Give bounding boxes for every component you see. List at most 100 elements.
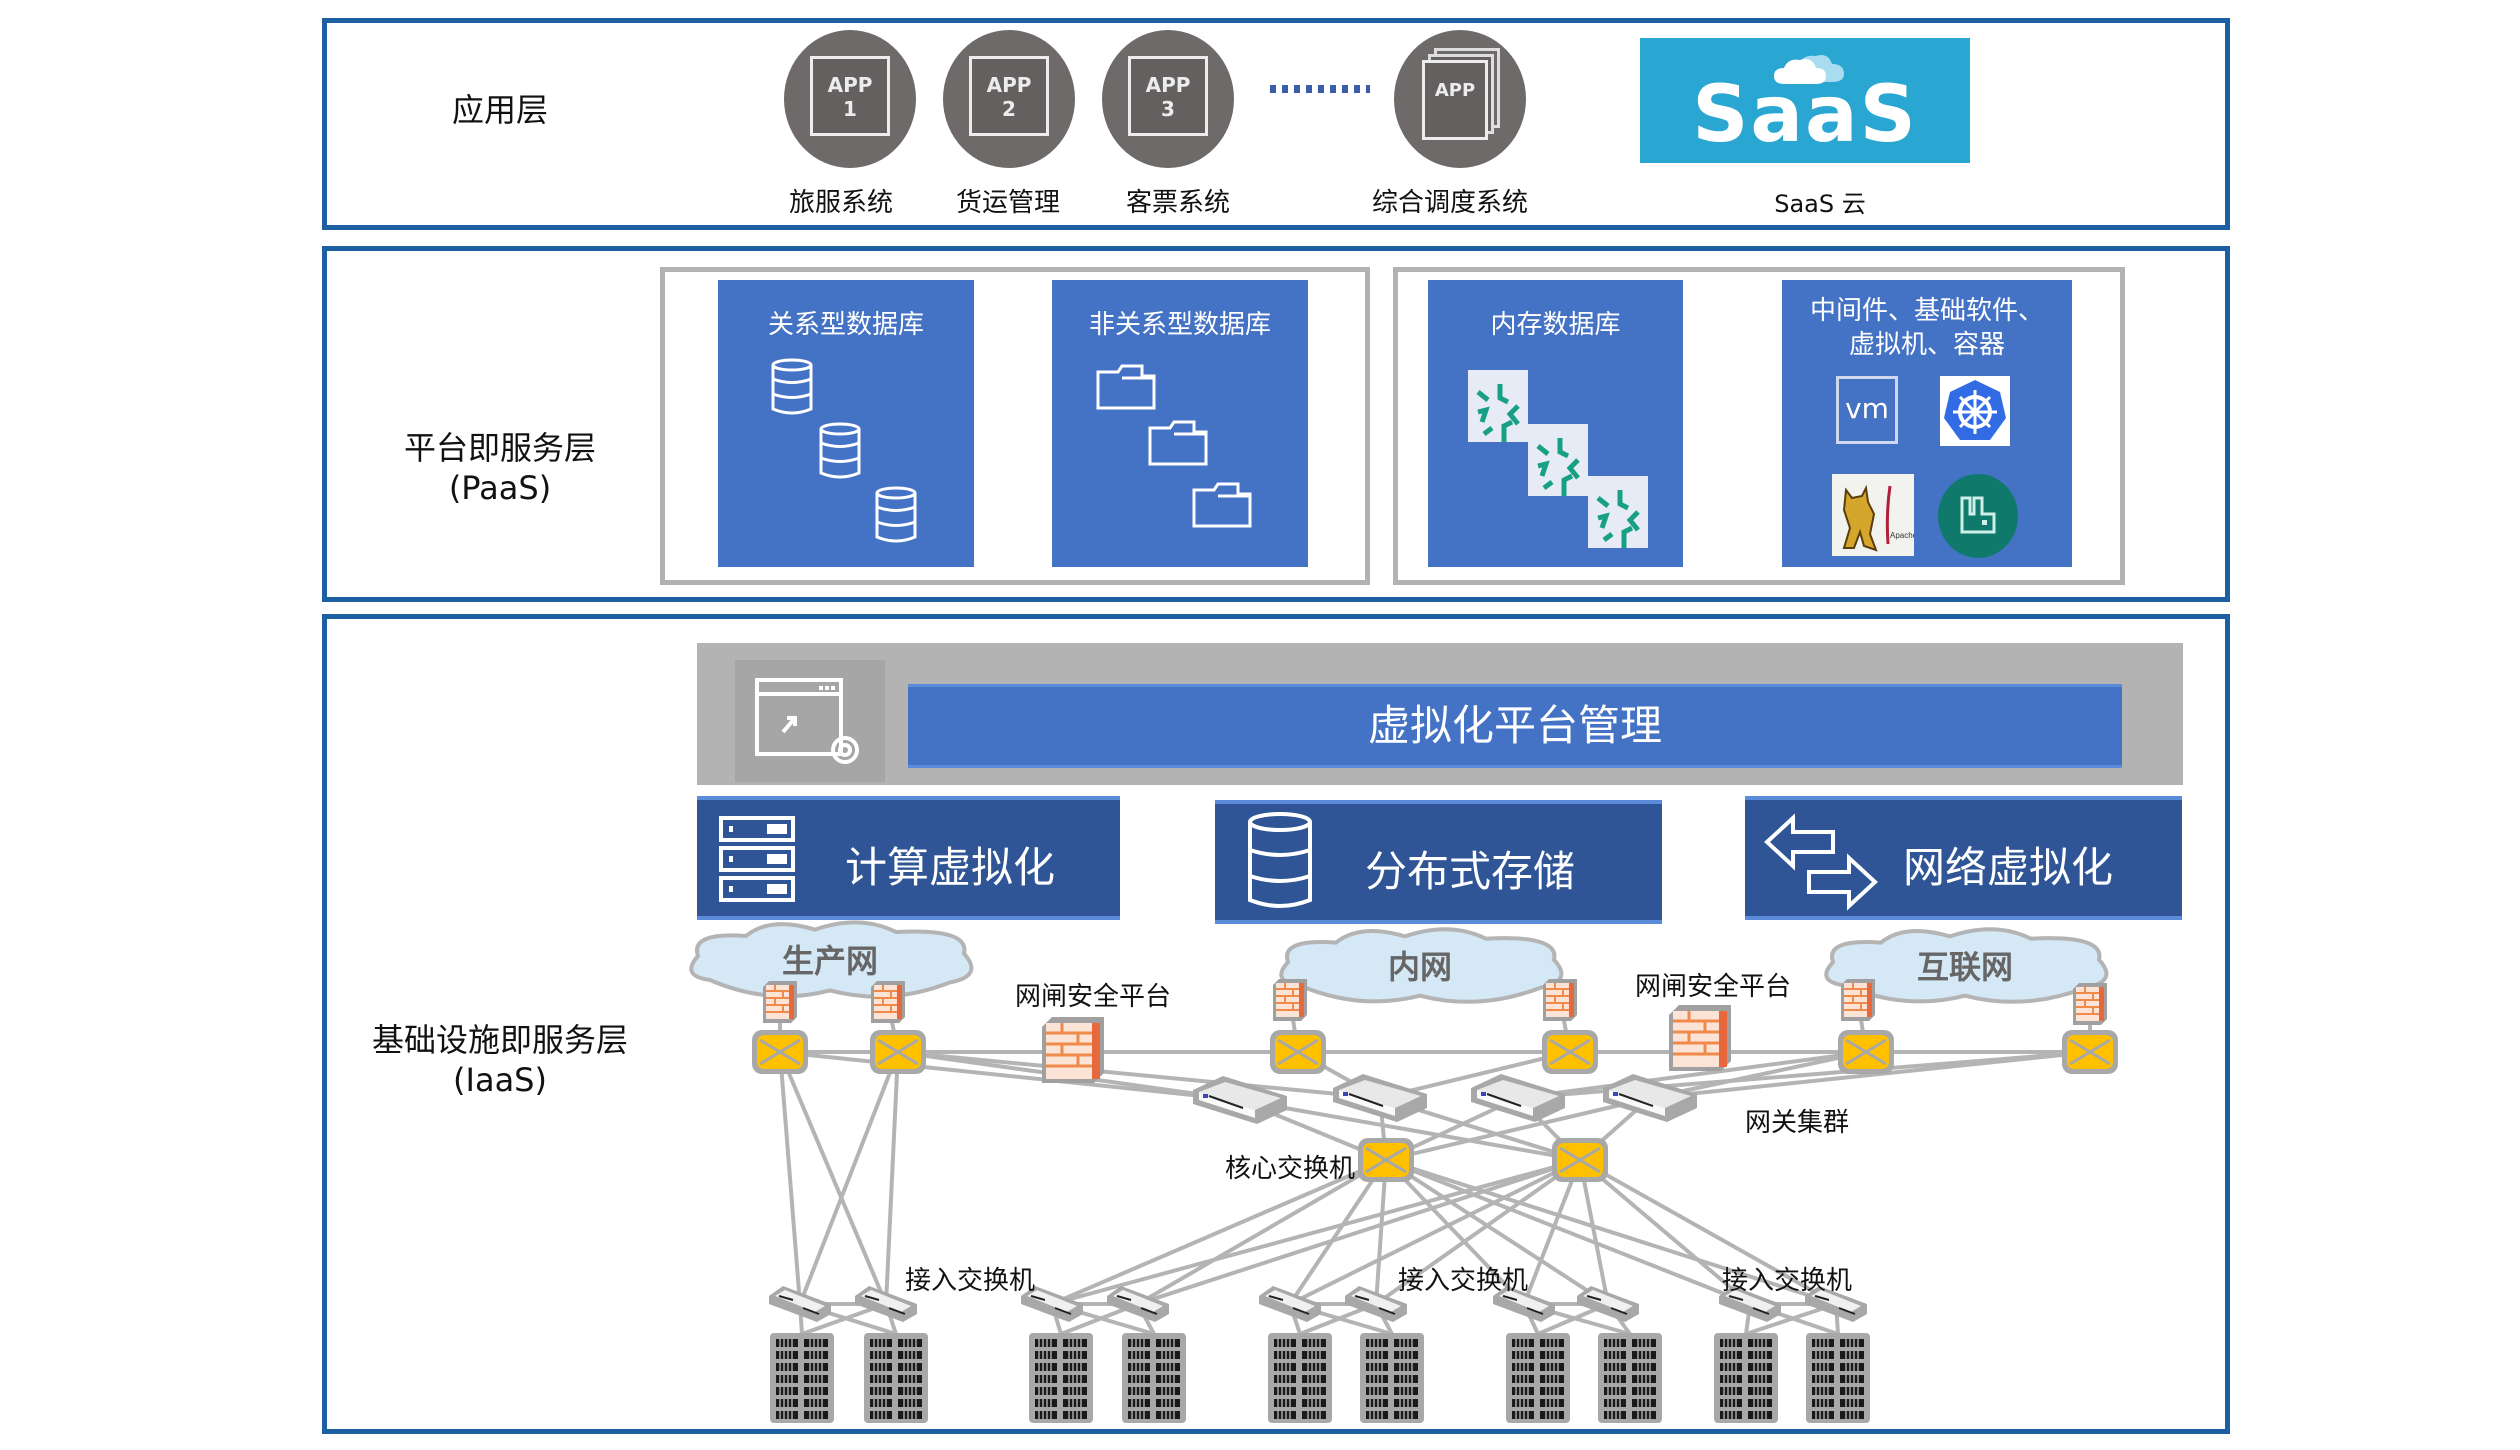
network-link	[1137, 1158, 1581, 1306]
network-cloud[interactable]: 互联网	[1824, 927, 2109, 1004]
virtualization-management[interactable]: 虚拟化平台管理	[908, 684, 2122, 768]
firewall-icon[interactable]	[1272, 978, 1308, 1022]
access-switch-label-1: 接入交换机	[905, 1266, 1036, 1296]
router-icon[interactable]	[2060, 1028, 2120, 1076]
network-link	[1374, 1158, 1582, 1306]
app-label-4: 综合调度系统	[1371, 188, 1528, 218]
core-switch-icon[interactable]	[1550, 1136, 1610, 1184]
cloud-label: 生产网	[782, 942, 878, 980]
service-label: 分布式存储	[1365, 847, 1576, 896]
network-link	[1384, 1158, 1526, 1306]
iaas-label-line2: (IaaS)	[453, 1061, 547, 1099]
firewall-icon[interactable]	[870, 980, 906, 1024]
exchange-arrows-icon	[1764, 813, 1878, 911]
network-link	[884, 1051, 900, 1305]
network-link	[1385, 1096, 1651, 1162]
storage-cylinder-icon	[1248, 812, 1312, 908]
network-link	[1051, 1158, 1581, 1306]
network-link	[778, 1051, 802, 1305]
tomcat-icon: Apache	[1832, 474, 1918, 556]
distributed-storage[interactable]: 分布式存储	[1215, 800, 1662, 924]
firewall-icon[interactable]	[1840, 978, 1876, 1022]
core-switch-label: 核心交换机	[1225, 1154, 1356, 1184]
app-icon-text: APP	[827, 73, 873, 97]
compute-virtualization[interactable]: 计算虚拟化	[697, 796, 1120, 920]
app-icon-text: APP	[1434, 80, 1476, 101]
server-rack-icon[interactable]	[1028, 1332, 1094, 1424]
server-rack-icon[interactable]	[1359, 1332, 1425, 1424]
security-gateway-firewall-icon[interactable]	[1040, 1015, 1106, 1085]
app-icon-text: APP	[986, 73, 1032, 97]
vmware-icon: vm	[1836, 376, 1898, 444]
ellipsis-dots	[1270, 85, 1370, 93]
gateway-icon[interactable]	[1602, 1073, 1698, 1123]
network-link	[1239, 1098, 1581, 1162]
server-rack-icon[interactable]	[1505, 1332, 1571, 1424]
server-rack-icon[interactable]	[1713, 1332, 1779, 1424]
network-link	[778, 1051, 888, 1305]
network-link	[1385, 1158, 1837, 1306]
firewall-icon[interactable]	[1542, 978, 1578, 1022]
paas-layer-label: 平台即服务层 (PaaS)	[370, 428, 630, 508]
card-title: 中间件、基础软件、 虚拟机、容器	[1809, 296, 2044, 360]
app-stack-icon[interactable]: APP	[1394, 30, 1526, 168]
nonrelational-db-card[interactable]: 非关系型数据库	[1052, 280, 1308, 567]
core-switch-icon[interactable]	[1356, 1136, 1416, 1184]
network-link	[1517, 1050, 1867, 1100]
saas-logo-text: SaaS	[1692, 70, 1918, 160]
application-layer-label: 应用层	[451, 91, 548, 129]
router-icon[interactable]	[868, 1028, 928, 1076]
network-cloud[interactable]: 生产网	[689, 920, 974, 999]
server-rack-icon[interactable]	[1121, 1332, 1187, 1424]
server-rack-icon[interactable]	[863, 1332, 929, 1424]
iaas-layer-label: 基础设施即服务层 (IaaS)	[340, 1020, 660, 1100]
apache-text: Apache	[1890, 531, 1914, 540]
app-icon-number: 1	[843, 97, 857, 121]
router-icon[interactable]	[750, 1028, 810, 1076]
server-rack-icon[interactable]	[769, 1332, 835, 1424]
app-label-1: 旅服系统	[788, 188, 893, 218]
network-link	[1522, 1159, 1582, 1305]
network-link	[1374, 1159, 1388, 1305]
management-console-icon	[735, 660, 885, 782]
iaas-label-line1: 基础设施即服务层	[371, 1021, 628, 1059]
network-virtualization[interactable]: 网络虚拟化	[1745, 796, 2182, 920]
server-rack-icon[interactable]	[1267, 1332, 1333, 1424]
router-icon[interactable]	[1836, 1028, 1896, 1076]
network-link	[1579, 1158, 1837, 1306]
server-rack-icon[interactable]	[1597, 1332, 1663, 1424]
network-link	[1578, 1159, 1610, 1305]
rabbitmq-icon	[1938, 474, 2018, 558]
security-gateway-firewall-icon[interactable]	[1667, 1003, 1733, 1073]
router-icon[interactable]	[1540, 1028, 1600, 1076]
saas-logo[interactable]: SaaS	[1640, 38, 1970, 163]
service-label: 计算虚拟化	[845, 843, 1056, 892]
card-title: 非关系型数据库	[1088, 310, 1271, 340]
cloud-label: 互联网	[1917, 948, 2013, 986]
network-link	[1051, 1158, 1387, 1306]
firewall-icon[interactable]	[762, 980, 798, 1024]
network-cloud[interactable]: 内网	[1279, 927, 1564, 1004]
access-switch-label-3: 接入交换机	[1722, 1266, 1853, 1296]
network-link	[1385, 1158, 1751, 1306]
app-icon-number: 3	[1161, 97, 1175, 121]
server-rack-icon[interactable]	[1805, 1332, 1871, 1424]
cloud-icon	[1774, 55, 1844, 84]
network-link	[1578, 1158, 1752, 1306]
relational-db-card[interactable]: 关系型数据库	[718, 280, 974, 567]
network-link	[1384, 1158, 1610, 1306]
kubernetes-icon	[1940, 376, 2010, 446]
router-icon[interactable]	[1268, 1028, 1328, 1076]
access-switch-icon[interactable]	[1576, 1285, 1640, 1323]
memory-db-card[interactable]: 内存数据库	[1428, 280, 1683, 567]
middleware-card[interactable]: 中间件、基础软件、 虚拟机、容器 vm Apache	[1782, 280, 2072, 567]
firewall-icon[interactable]	[2072, 982, 2108, 1026]
paas-label-line2: (PaaS)	[448, 469, 552, 507]
network-link	[1288, 1158, 1388, 1306]
database-icon	[771, 358, 917, 543]
security-platform-label-2: 网闸安全平台	[1635, 972, 1792, 1002]
